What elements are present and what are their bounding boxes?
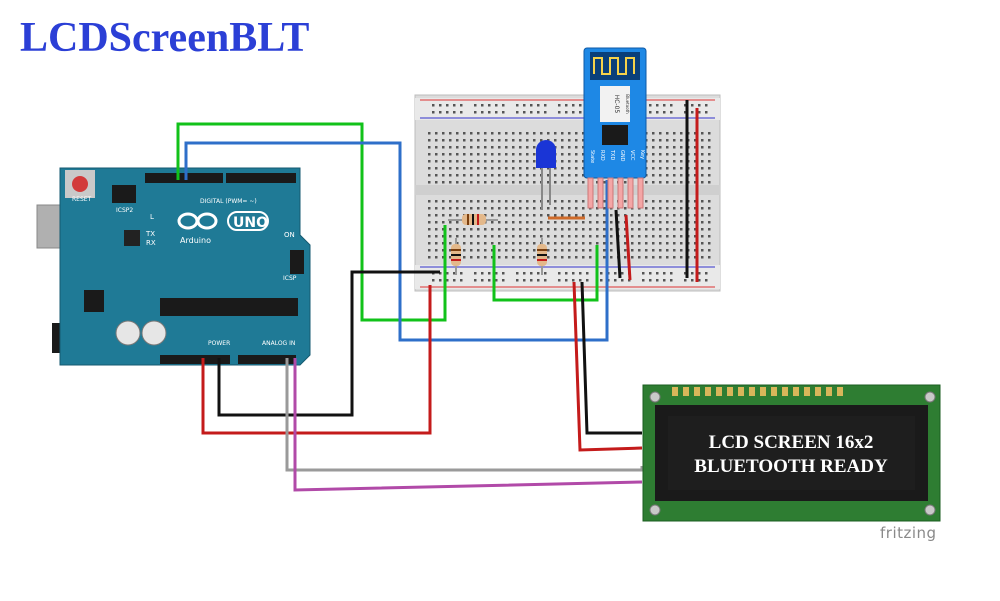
lcd-pin [760, 387, 766, 396]
bt-pin-label: GND [619, 150, 625, 162]
wire-blue-pin11 [184, 141, 609, 342]
capacitor-1 [115, 320, 141, 346]
lcd-pin [683, 387, 689, 396]
wire-red-rail [624, 214, 632, 281]
resistor-1 [448, 214, 498, 225]
lcd-pin [694, 387, 700, 396]
wire-black-rail [614, 209, 622, 279]
bt-pin [627, 177, 634, 209]
resistor-3 [537, 238, 547, 275]
l-label: L [150, 213, 154, 221]
icsp-label: ICSP [283, 275, 297, 282]
digital-header-right [226, 173, 296, 183]
wire-red-lcd-vcc [572, 281, 643, 452]
lcd-16x2: LCD SCREEN 16x2 BLUETOOTH READY [642, 384, 941, 522]
lcd-pin [793, 387, 799, 396]
resistor-2 [451, 238, 461, 275]
lcd-pin [782, 387, 788, 396]
icsp-header [290, 250, 304, 274]
lcd-pin [837, 387, 843, 396]
diagram-title: LCDScreenBLT [20, 15, 310, 61]
wire-green-pin12 [176, 122, 447, 322]
arduino-uno: RESET ICSP2 DIGITAL (PWM= ~) UNO Arduino… [36, 167, 311, 366]
lcd-pin [738, 387, 744, 396]
bt-pin [607, 177, 614, 209]
icsp2-header [112, 185, 136, 203]
lcd-pin [705, 387, 711, 396]
lcd-header-pins [672, 387, 843, 396]
lcd-pin [716, 387, 722, 396]
bt-pin-label: Key [639, 150, 645, 159]
wire-purple-a5 [293, 358, 643, 492]
power-label: POWER [208, 340, 230, 347]
arduino-sub-logo: Arduino [180, 236, 211, 245]
bt-pin [637, 177, 644, 209]
arduino-logo: UNO Arduino [177, 211, 269, 245]
bt-pin [587, 177, 594, 209]
lcd-pin [749, 387, 755, 396]
bt-pin-label: RXD [599, 150, 605, 161]
lcd-line-2: BLUETOOTH READY [694, 456, 888, 477]
blue-led [536, 140, 556, 210]
bt-sub-label: Bluetooth [625, 94, 630, 114]
reset-label: RESET [72, 196, 92, 203]
digital-label: DIGITAL (PWM= ~) [200, 198, 257, 205]
hc05-bluetooth-module: HC-05 Bluetooth State RXD TXD GND VCC Key [583, 47, 647, 209]
analog-header [238, 355, 296, 364]
lcd-pin [672, 387, 678, 396]
bt-model-label: HC-05 [613, 95, 620, 114]
on-label: ON [284, 231, 295, 239]
bt-pin [617, 177, 624, 209]
small-chip [124, 230, 140, 246]
wire-red-5v [201, 285, 432, 435]
bt-pins: State RXD TXD GND VCC Key [587, 149, 645, 209]
power-header [160, 355, 230, 364]
reset-button [72, 176, 88, 192]
lcd-pin [771, 387, 777, 396]
icsp2-label: ICSP2 [116, 207, 133, 214]
bt-pin-label: State [589, 150, 595, 163]
wires [176, 100, 699, 492]
tx-label: TX [145, 230, 155, 238]
rx-label: RX [146, 239, 156, 247]
bt-pin-label: VCC [629, 150, 635, 161]
uno-logo-text: UNO [233, 215, 268, 231]
capacitor-2 [141, 320, 167, 346]
atmega-chip [160, 298, 298, 316]
lcd-line-1: LCD SCREEN 16x2 [709, 432, 874, 453]
digital-header-left [145, 173, 223, 183]
wire-black-gnd [217, 270, 440, 417]
wire-green-bb [492, 245, 599, 302]
wire-grey-a4 [285, 358, 644, 472]
analog-label: ANALOG IN [262, 340, 295, 347]
voltage-regulator [84, 290, 104, 312]
fritzing-watermark: fritzing [880, 524, 937, 542]
lcd-pin [815, 387, 821, 396]
lcd-pin [727, 387, 733, 396]
lcd-pin [804, 387, 810, 396]
wire-black-lcd-gnd [580, 281, 642, 435]
bt-pin [597, 177, 604, 209]
bt-pin-label: TXD [609, 149, 615, 160]
lcd-pin [826, 387, 832, 396]
